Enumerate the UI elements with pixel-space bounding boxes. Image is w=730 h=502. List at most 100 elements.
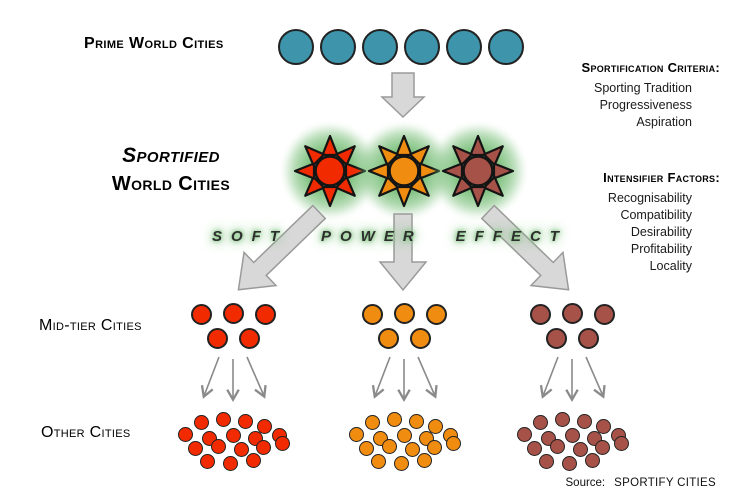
mid-city-circle <box>377 327 399 349</box>
other-city-circle <box>584 452 600 468</box>
mid-city-circle <box>206 327 228 349</box>
factor-item: Profitability <box>630 242 692 256</box>
prime-cities-row <box>277 28 525 66</box>
other-city-circle <box>564 427 580 443</box>
sun-rays <box>367 134 441 208</box>
mid-city-circle <box>254 303 276 325</box>
mid-city-circle <box>593 303 615 325</box>
mid-city-circle <box>190 303 212 325</box>
fan-arrow-icon <box>539 356 559 399</box>
other-city-circle <box>193 414 209 430</box>
source-note: Source: SPORTIFY CITIES <box>566 477 717 489</box>
soft-power-word: POWER <box>320 228 423 245</box>
other-city-circle <box>222 455 238 471</box>
fan-arrows <box>200 356 606 403</box>
fan-arrow-icon <box>417 356 438 399</box>
other-city-circle <box>572 441 588 457</box>
fan-arrow-icon <box>200 356 220 399</box>
other-city-circle <box>370 453 386 469</box>
other-city-circle <box>177 426 193 442</box>
other-city-circle <box>215 411 231 427</box>
other-city-circle <box>255 439 271 455</box>
other-city-circle <box>538 453 554 469</box>
sportified-sun-icon <box>364 131 444 211</box>
mid-tier-group <box>517 302 627 349</box>
sportified-label-line1: Sportified <box>122 144 220 167</box>
sun-rays <box>441 134 515 208</box>
other-city-circle <box>364 414 380 430</box>
mid-city-circle <box>425 303 447 325</box>
mid-tier-group <box>349 302 459 349</box>
other-city-circle <box>393 455 409 471</box>
prime-world-cities-label: Prime World Cities <box>84 35 224 52</box>
factor-item: Compatibility <box>620 208 692 222</box>
mid-city-circle <box>409 327 431 349</box>
other-city-circle <box>561 455 577 471</box>
sportified-suns-row <box>282 123 526 219</box>
other-city-circle <box>416 452 432 468</box>
other-city-circle <box>256 418 272 434</box>
mid-city-circle <box>529 303 551 325</box>
other-city-circle <box>386 411 402 427</box>
other-city-circle <box>381 438 397 454</box>
other-city-circle <box>210 438 226 454</box>
other-city-circle <box>613 435 629 451</box>
other-city-circle <box>274 435 290 451</box>
intensifier-factors-heading: Intensifier Factors: <box>603 170 720 185</box>
prime-city-circle <box>278 29 314 65</box>
other-cities-cluster <box>342 408 466 471</box>
other-city-circle <box>199 453 215 469</box>
soft-power-word: EFFECT <box>455 228 568 245</box>
fan-arrow-icon <box>246 356 267 399</box>
other-city-circle <box>595 418 611 434</box>
mid-city-circle <box>361 303 383 325</box>
other-city-circle <box>554 411 570 427</box>
other-cities-cluster <box>171 408 295 471</box>
other-city-circle <box>594 439 610 455</box>
criteria-item: Progressiveness <box>599 98 692 112</box>
factor-item: Locality <box>649 259 692 273</box>
prime-city-circle <box>488 29 524 65</box>
sportified-sun-icon <box>290 131 370 211</box>
prime-city-circle <box>362 29 398 65</box>
fan-arrow-icon <box>585 356 606 399</box>
sportified-sun-icon <box>438 131 518 211</box>
mid-city-circle <box>393 302 415 324</box>
mid-city-circle <box>577 327 599 349</box>
source-label: Source: <box>565 477 606 489</box>
other-city-circle <box>404 441 420 457</box>
other-city-circle <box>348 426 364 442</box>
soft-power-center-arrow-icon <box>378 213 428 292</box>
other-city-circle <box>526 440 542 456</box>
sportified-label-line2: World Cities <box>111 173 231 195</box>
other-city-circle <box>576 413 592 429</box>
other-city-circle <box>245 452 261 468</box>
other-city-circle <box>408 413 424 429</box>
other-city-circle <box>426 439 442 455</box>
prime-city-circle <box>320 29 356 65</box>
sportified-world-cities-label: Sportified World Cities <box>52 141 290 199</box>
other-city-circle <box>549 438 565 454</box>
other-city-circle <box>225 427 241 443</box>
prime-city-circle <box>446 29 482 65</box>
other-city-circle <box>396 427 412 443</box>
other-cities-label: Other Cities <box>41 424 131 441</box>
source-value: SPORTIFY CITIES <box>614 477 716 489</box>
mid-tier-group <box>178 302 288 349</box>
mid-city-circle <box>545 327 567 349</box>
down-arrow-icon <box>380 72 426 119</box>
other-city-circle <box>532 414 548 430</box>
sportification-criteria-heading: Sportification Criteria: <box>581 60 720 75</box>
mid-city-circle <box>238 327 260 349</box>
criteria-item: Sporting Tradition <box>594 81 692 95</box>
soft-power-effect-label: SOFT POWER EFFECT <box>212 228 568 245</box>
other-city-circle <box>187 440 203 456</box>
sun-rays <box>293 134 367 208</box>
other-city-circle <box>358 440 374 456</box>
other-city-circle <box>427 418 443 434</box>
soft-power-word: SOFT <box>212 228 288 245</box>
